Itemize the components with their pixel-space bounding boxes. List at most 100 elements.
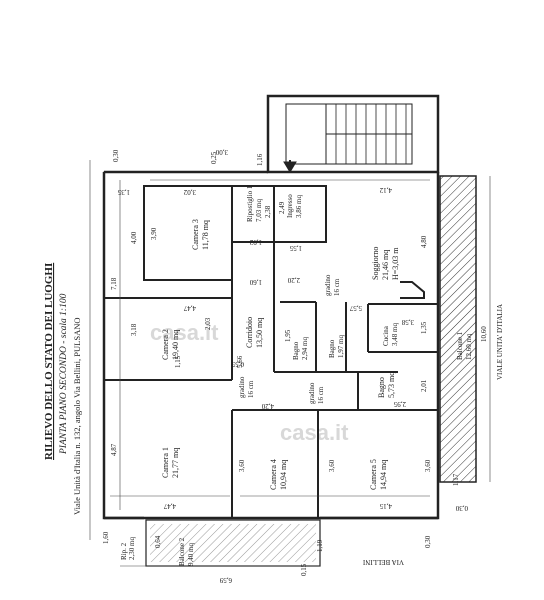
room-height: H=3,03 m (391, 247, 400, 280)
room-name: Camera 5 (369, 459, 378, 490)
dim-label: 3,60 (424, 459, 432, 472)
room-name: Bagno (292, 341, 300, 360)
room-height: 2,38 (264, 205, 272, 218)
staircase (266, 94, 440, 174)
watermark-text: casa.it (150, 320, 219, 345)
dim-label: 4,12 (379, 186, 392, 194)
street-label-bottom: VIA BELLINI (362, 558, 404, 566)
dim-label: 3,00 (215, 148, 228, 156)
room-name: Camera 4 (269, 459, 278, 490)
watermark-text: casa.it (280, 420, 349, 445)
room-area: 1,97 mq (337, 335, 345, 358)
dim-label: 10,60 (480, 326, 488, 342)
room-area: 10,94 mq (279, 460, 288, 490)
dim-label: 0,64 (154, 535, 162, 548)
room-name: Camera 1 (161, 447, 170, 478)
dim-label: 0,30 (112, 149, 120, 162)
dim-label: 1,92 (249, 238, 262, 246)
room-area: 21,46 mq (381, 250, 390, 280)
room-area: 5,73 mq (387, 372, 396, 398)
title-block: RILIEVO DELLO STATO DEI LUOGHI PIANTA PI… (43, 263, 82, 515)
dim-label: 1,60 (249, 278, 262, 286)
step-height: 16 cm (247, 380, 255, 398)
step-labels: gradino 16 cm gradino 16 cm gradino 16 c… (238, 274, 341, 404)
room-name: Bagno (377, 377, 386, 398)
room-name: Bagno (328, 339, 336, 358)
room-area: 9,40 mq (187, 543, 195, 566)
dim-label: 1,16 (256, 153, 264, 166)
step-label: gradino (238, 376, 246, 398)
room-area: 12,60 mq (465, 333, 473, 360)
room-name: Ripostiglio 1 (246, 185, 254, 222)
step-height: 16 cm (317, 386, 325, 404)
dim-label: 4,80 (420, 235, 428, 248)
street-name: VIALE UNITA' D'ITALIA (496, 304, 504, 380)
dim-label: 4,87 (110, 443, 118, 456)
dim-label: 3,02 (183, 188, 196, 196)
dim-label: 1,55 (289, 244, 302, 252)
room-area: 14,94 mq (379, 460, 388, 490)
dim-label: 0,30 (455, 504, 468, 512)
room-area: 11,78 mq (201, 220, 210, 250)
dim-label: 1,17 (452, 473, 460, 486)
room-name: Cucina (382, 325, 390, 346)
room-name: Ingresso (286, 194, 294, 218)
room-area: 7,03 mq (255, 199, 263, 222)
step-height: 16 cm (333, 278, 341, 296)
dim-label: 7,18 (110, 277, 118, 290)
room-name: Camera 2 (161, 329, 170, 360)
dim-label: 5,66 (236, 355, 244, 368)
dim-label: 4,20 (261, 402, 274, 410)
dim-label: 1,19 (316, 539, 324, 552)
room-area: 3,48 mq (391, 323, 399, 346)
street-name: VIA BELLINI (362, 558, 404, 566)
room-name: Corridoio (245, 317, 254, 348)
dim-label: 2,20 (287, 276, 300, 284)
balcone-2-hatch (150, 524, 316, 562)
dim-label: 6,59 (219, 576, 232, 584)
dim-label: 3,90 (150, 227, 158, 240)
dim-label: 0,15 (300, 563, 308, 576)
dim-label: 5,57 (349, 304, 362, 312)
dim-label: 4,47 (183, 304, 196, 312)
dimension-lines (89, 160, 491, 567)
room-name: Soggiorno (371, 247, 380, 280)
balcone-1-hatch (439, 175, 477, 483)
room-area: 19,40 mq (171, 330, 180, 360)
room-area: 2,94 mq (301, 337, 309, 360)
room-name: Camera 3 (191, 219, 200, 250)
dim-label: 1,60 (102, 531, 110, 544)
drawing-title: RILIEVO DELLO STATO DEI LUOGHI (43, 263, 55, 460)
dim-label: 4,47 (163, 502, 176, 510)
room-area: 21,77 mq (171, 448, 180, 478)
drawing-address: Viale Unità d'Italia n. 132, angolo Via … (72, 318, 82, 515)
room-name: Rip. 2 (120, 542, 128, 560)
dim-label: 1,95 (284, 329, 292, 342)
room-labels: Camera 3 11,78 mq Ripostiglio 1 7,03 mq … (120, 185, 473, 566)
room-name: Balcone 1 (456, 331, 464, 360)
dim-label: 1,35 (117, 188, 130, 196)
drawing-subtitle: PIANTA PIANO SECONDO - scala 1:100 (59, 293, 69, 455)
dim-label: 3,58 (401, 318, 414, 326)
dim-label: 3,18 (130, 323, 138, 336)
dim-label: 3,60 (238, 459, 246, 472)
dim-label: 3,60 (328, 459, 336, 472)
room-area: 3,86 mq (295, 195, 303, 218)
dim-label: 0,30 (424, 535, 432, 548)
dim-label: 4,15 (379, 502, 392, 510)
room-area: 2,30 mq (128, 537, 136, 560)
dim-label: 2,03 (204, 317, 212, 330)
dim-label: 2,95 (393, 400, 406, 408)
outer-walls (102, 170, 440, 520)
dim-label: 1,15 (174, 355, 182, 368)
dim-label: 2,49 (278, 201, 286, 214)
room-name: Balcone 2 (178, 537, 186, 566)
step-label: gradino (324, 274, 332, 296)
street-label-right: VIALE UNITA' D'ITALIA (496, 304, 504, 380)
interior-walls (104, 185, 438, 518)
room-area: 13,50 mq (255, 318, 264, 348)
dim-label: 0,25 (210, 151, 218, 164)
dim-label: 0,55 (231, 360, 244, 368)
dim-label: 2,01 (420, 379, 428, 392)
